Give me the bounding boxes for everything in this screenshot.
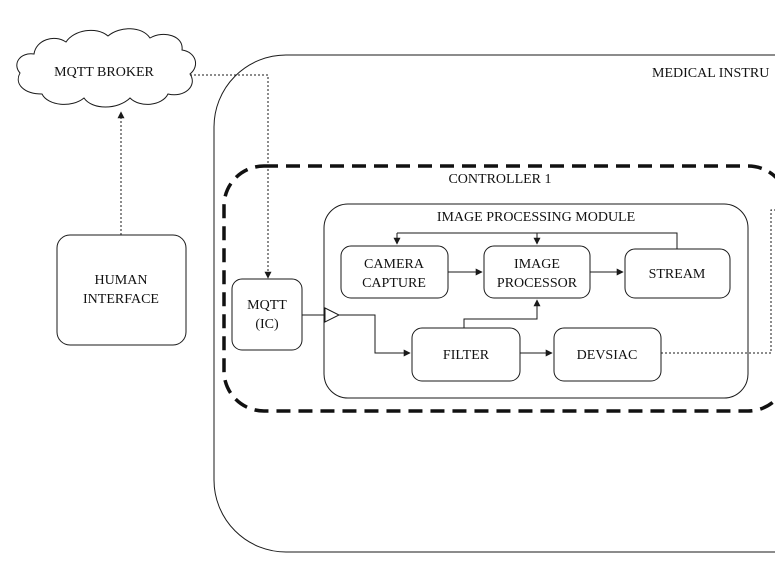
devsiac-box xyxy=(553,327,662,382)
image-processing-module-label: IMAGE PROCESSING MODULE xyxy=(437,210,635,225)
stream-feedback-line xyxy=(397,232,678,249)
image-processor-label-line1: IMAGE xyxy=(514,257,560,272)
broker-to-mqtt-ic-link xyxy=(190,74,272,279)
camera-capture-label-line1: CAMERA xyxy=(364,257,425,272)
image-processing-module-container xyxy=(323,203,749,399)
stream-label: STREAM xyxy=(649,267,706,282)
human-interface-box xyxy=(56,234,187,346)
devsiac-label: DEVSIAC xyxy=(577,348,638,363)
mqtt-broker-label: MQTT BROKER xyxy=(54,65,154,80)
mqtt-ic-label-line1: MQTT xyxy=(247,298,287,313)
human-interface-label-line2: INTERFACE xyxy=(83,292,159,307)
medical-instrument-container xyxy=(213,54,775,553)
controller-boundary xyxy=(222,164,775,413)
controller-label: CONTROLLER 1 xyxy=(448,172,551,187)
mqtt-broker-cloud xyxy=(16,28,197,108)
filter-to-processor-arrow xyxy=(463,299,541,328)
medical-instrument-label: MEDICAL INSTRU xyxy=(652,66,769,81)
camera-capture-label-line2: CAPTURE xyxy=(362,276,426,291)
mqtt-ic-box xyxy=(231,278,303,351)
mqtt-ic-output-port xyxy=(324,307,341,323)
mqtt-ic-to-filter-arrow xyxy=(339,314,411,357)
devsiac-outbound-link xyxy=(661,209,775,354)
filter-label: FILTER xyxy=(443,348,490,363)
mqtt-ic-label-line2: (IC) xyxy=(255,317,279,332)
filter-box xyxy=(411,327,521,382)
human-interface-label-line1: HUMAN xyxy=(95,273,148,288)
image-processor-label-line2: PROCESSOR xyxy=(497,276,578,291)
